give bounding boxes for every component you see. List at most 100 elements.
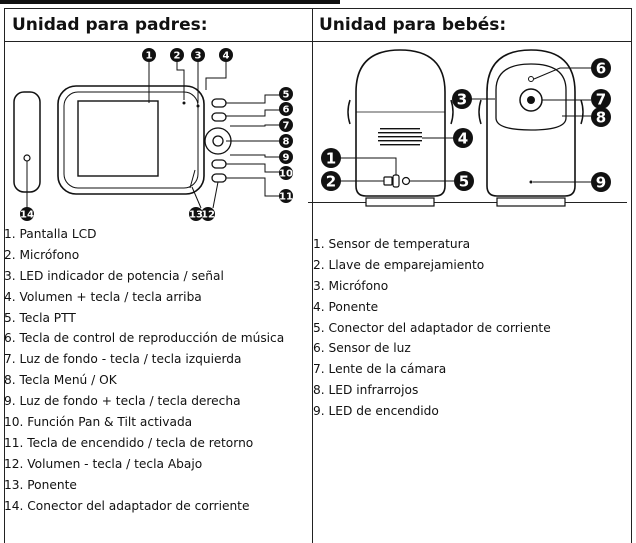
callout-14: 14 bbox=[20, 207, 34, 221]
baby-unit-title: Unidad para bebés: bbox=[319, 15, 507, 35]
speaker-grille bbox=[378, 128, 422, 146]
list-item: 8. LED infrarrojos bbox=[313, 383, 419, 398]
baby-callouts: 1 2 3 4 5 6 7 8 9 bbox=[321, 58, 611, 192]
parent-leader-lines bbox=[148, 62, 280, 209]
svg-text:9: 9 bbox=[596, 174, 606, 192]
svg-text:3: 3 bbox=[195, 51, 202, 62]
speaker-slot bbox=[189, 169, 196, 189]
list-item: 10. Función Pan & Tilt activada bbox=[4, 415, 193, 430]
front-right-bracket bbox=[580, 99, 584, 125]
list-item: 9. Luz de fondo + tecla / tecla derecha bbox=[4, 394, 241, 409]
list-item: 5. Conector del adaptador de corriente bbox=[313, 320, 551, 335]
callout-2: 2 bbox=[170, 48, 184, 62]
svg-text:3: 3 bbox=[457, 91, 467, 109]
front-left-bracket bbox=[478, 99, 482, 125]
list-item: 7. Luz de fondo - tecla / tecla izquierd… bbox=[4, 352, 242, 367]
svg-text:6: 6 bbox=[596, 60, 606, 78]
list-item: 4. Volumen + tecla / tecla arriba bbox=[4, 289, 202, 304]
parent-unit-title: Unidad para padres: bbox=[12, 15, 208, 35]
svg-text:5: 5 bbox=[283, 90, 290, 101]
parent-buttons bbox=[204, 98, 232, 183]
svg-text:13: 13 bbox=[189, 210, 203, 221]
camera-lens-center bbox=[527, 96, 535, 104]
callout-6: 6 bbox=[279, 102, 293, 116]
baby-callout-9: 9 bbox=[591, 172, 611, 192]
baby-callout-7: 7 bbox=[591, 89, 611, 109]
svg-text:12: 12 bbox=[201, 210, 215, 221]
components-table: Unidad para padres: Unidad para bebés: bbox=[4, 8, 632, 543]
baby-callout-5: 5 bbox=[454, 171, 474, 191]
baby-callout-8: 8 bbox=[591, 107, 611, 127]
svg-text:10: 10 bbox=[279, 169, 293, 180]
baby-diagram-bottom-border bbox=[308, 202, 627, 203]
list-item: 12. Volumen - tecla / tecla Abajo bbox=[4, 456, 203, 471]
list-item: 11. Tecla de encendido / tecla de retorn… bbox=[4, 435, 254, 450]
callout-7: 7 bbox=[279, 118, 293, 132]
list-item: 1. Sensor de temperatura bbox=[313, 237, 471, 251]
microphone-dot bbox=[182, 101, 186, 105]
led-dot bbox=[196, 104, 200, 108]
list-item: 7. Lente de la cámara bbox=[313, 362, 447, 377]
svg-text:8: 8 bbox=[283, 137, 290, 148]
baby-leader-lines bbox=[340, 67, 592, 183]
list-item: 5. Tecla PTT bbox=[4, 310, 76, 325]
temperature-sensor bbox=[392, 174, 400, 188]
list-item: 4. Ponente bbox=[313, 299, 379, 314]
column-divider bbox=[312, 9, 313, 543]
baby-callout-2: 2 bbox=[321, 171, 341, 191]
list-item: 13. Ponente bbox=[4, 477, 77, 492]
list-item: 14. Conector del adaptador de corriente bbox=[4, 498, 250, 513]
header-divider bbox=[5, 41, 631, 42]
baby-callout-6: 6 bbox=[591, 58, 611, 78]
callout-1: 1 bbox=[142, 48, 156, 62]
header-tab-bar bbox=[0, 0, 340, 4]
callout-4: 4 bbox=[219, 48, 233, 62]
power-port bbox=[401, 176, 411, 186]
svg-text:4: 4 bbox=[458, 130, 468, 148]
svg-text:5: 5 bbox=[459, 173, 469, 191]
list-item: 2. Llave de emparejamiento bbox=[313, 257, 485, 272]
lcd-screen bbox=[77, 100, 159, 177]
list-item: 2. Micrófono bbox=[4, 247, 80, 262]
baby-callout-4: 4 bbox=[453, 128, 473, 148]
parent-callouts: 1 2 3 4 5 6 7 8 9 10 11 12 13 14 bbox=[20, 48, 293, 221]
list-item: 6. Tecla de control de reproducción de m… bbox=[4, 331, 285, 346]
list-item: 1. Pantalla LCD bbox=[4, 227, 97, 241]
callout-11: 11 bbox=[279, 189, 293, 203]
callout-8: 8 bbox=[279, 134, 293, 148]
svg-text:7: 7 bbox=[596, 91, 606, 109]
baby-back-body bbox=[355, 49, 446, 197]
light-sensor bbox=[528, 76, 534, 82]
callout-12: 12 bbox=[201, 207, 215, 221]
svg-text:9: 9 bbox=[283, 153, 290, 164]
svg-text:1: 1 bbox=[146, 51, 153, 62]
callout-10: 10 bbox=[279, 166, 293, 180]
callout-5: 5 bbox=[279, 87, 293, 101]
svg-text:11: 11 bbox=[279, 192, 293, 203]
callout-9: 9 bbox=[279, 150, 293, 164]
svg-text:14: 14 bbox=[20, 210, 34, 221]
parent-unit-list: 1. Pantalla LCD 2. Micrófono 3. LED indi… bbox=[4, 224, 284, 516]
baby-unit-list: 1. Sensor de temperatura 2. Llave de emp… bbox=[313, 234, 551, 422]
svg-text:4: 4 bbox=[223, 51, 230, 62]
list-item: 9. LED de encendido bbox=[313, 404, 439, 419]
list-item: 3. Micrófono bbox=[313, 278, 389, 293]
list-item: 3. LED indicador de potencia / señal bbox=[4, 268, 224, 283]
list-item: 6. Sensor de luz bbox=[313, 341, 411, 356]
callout-3: 3 bbox=[191, 48, 205, 62]
svg-text:7: 7 bbox=[283, 121, 290, 132]
svg-text:8: 8 bbox=[596, 109, 606, 127]
parent-bezel bbox=[63, 91, 199, 189]
svg-text:1: 1 bbox=[326, 150, 336, 168]
list-item: 8. Tecla Menú / OK bbox=[4, 373, 117, 388]
pairing-key bbox=[383, 176, 393, 186]
callout-13: 13 bbox=[189, 207, 203, 221]
baby-callout-1: 1 bbox=[321, 148, 341, 168]
back-left-bracket bbox=[347, 99, 351, 125]
back-base bbox=[365, 197, 435, 207]
baby-callout-3: 3 bbox=[452, 89, 472, 109]
svg-text:2: 2 bbox=[326, 173, 336, 191]
svg-text:2: 2 bbox=[174, 51, 181, 62]
